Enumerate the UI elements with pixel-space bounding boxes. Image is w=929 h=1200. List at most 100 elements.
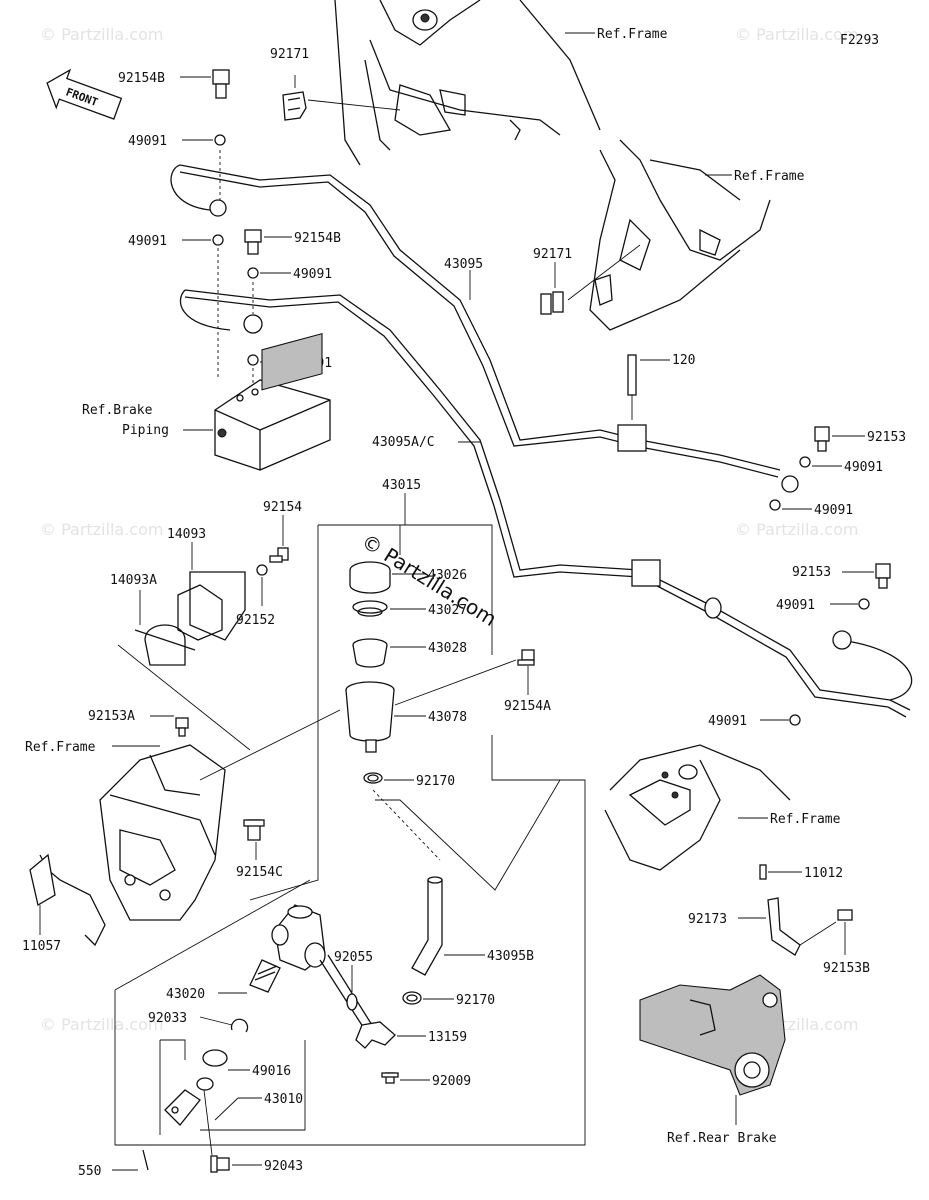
- diagram-id: F2293: [840, 33, 879, 48]
- banjo-fitting-right: [781, 475, 799, 493]
- label-11057: 11057: [22, 939, 61, 954]
- washer-49091-g: [858, 598, 870, 610]
- label-92154a: 92154A: [504, 699, 551, 714]
- ref-rear-brake-label: Ref.Rear Brake: [667, 1131, 777, 1146]
- label-43020: 43020: [166, 987, 205, 1002]
- ref-frame-left-label: Ref.Frame: [25, 740, 96, 755]
- reservoir-hose-43095b: [411, 876, 443, 976]
- label-92154b-top: 92154B: [118, 71, 165, 86]
- label-43095b: 43095B: [487, 949, 534, 964]
- banjo-fitting-lower-right: [832, 630, 852, 650]
- clevis-43010: [164, 1089, 201, 1126]
- front-arrow-icon: FRONT: [46, 68, 123, 120]
- clip-92173: [767, 897, 801, 956]
- washer-49091-h: [789, 714, 801, 726]
- label-92173: 92173: [688, 912, 727, 927]
- cotter-pin-550: [142, 1149, 149, 1171]
- label-43095: 43095: [444, 257, 483, 272]
- label-92154: 92154: [263, 500, 302, 515]
- elbow-13159: [355, 1021, 396, 1049]
- label-120: 120: [672, 353, 695, 368]
- group-lines: [114, 524, 586, 1146]
- ref-brake-piping-label-1: Ref.Brake: [82, 403, 153, 418]
- washer-49091-f: [769, 499, 781, 511]
- washer-49091-c: [247, 267, 259, 279]
- banjo-bolt-92153-a: [814, 426, 830, 452]
- label-43028: 43028: [428, 641, 467, 656]
- banjo-bolt-92154b-top: [212, 69, 230, 99]
- hose-clamp-92170-a: [363, 772, 383, 784]
- hose-clamp-upper: [617, 424, 647, 452]
- label-43027: 43027: [428, 603, 467, 618]
- label-92171-mid: 92171: [533, 247, 572, 262]
- label-550: 550: [78, 1164, 101, 1179]
- brake-hose-43095: [170, 164, 781, 478]
- label-49091-h: 49091: [708, 714, 747, 729]
- washer-49091-b: [212, 234, 224, 246]
- hose-clamp-92170-b: [402, 991, 422, 1005]
- label-92154b-mid: 92154B: [294, 231, 341, 246]
- watermark-2: © Partzilla.com: [735, 25, 858, 44]
- bracket-14093: [134, 571, 246, 666]
- label-49091-b: 49091: [128, 234, 167, 249]
- boot-49016: [196, 1049, 228, 1091]
- bolt-120: [627, 354, 637, 396]
- master-cylinder-body: [271, 904, 373, 1031]
- screw-92009: [381, 1072, 399, 1084]
- label-92009: 92009: [432, 1074, 471, 1089]
- label-92153b: 92153B: [823, 961, 870, 976]
- label-92153-b: 92153: [792, 565, 831, 580]
- watermark-3: © Partzilla.com: [40, 520, 163, 539]
- reservoir-43078: [345, 681, 395, 753]
- label-92170-a: 92170: [416, 774, 455, 789]
- banjo-fitting-top-left: [209, 199, 227, 217]
- diaphragm-plate-43027: [352, 600, 388, 617]
- label-43078: 43078: [428, 710, 467, 725]
- ref-brake-piping-label-2: Piping: [122, 423, 169, 438]
- ref-frame-lower-label: Ref.Frame: [770, 812, 841, 827]
- label-49016: 49016: [252, 1064, 291, 1079]
- label-43095ac: 43095A/C: [372, 435, 435, 450]
- bolt-92153a: [175, 717, 189, 737]
- circlip-92033: [230, 1018, 249, 1033]
- washer-49091-a: [214, 134, 226, 146]
- bolt-92154c: [243, 819, 265, 841]
- label-49091-f: 49091: [814, 503, 853, 518]
- bolt-92154a: [517, 649, 535, 666]
- label-13159: 13159: [428, 1030, 467, 1045]
- watermarks: © Partzilla.com © Partzilla.com © Partzi…: [40, 25, 858, 1034]
- pin-92043: [210, 1155, 230, 1173]
- bolt-92154: [269, 547, 289, 563]
- push-rod-43020: [249, 959, 281, 993]
- diaphragm-43028: [352, 638, 388, 668]
- frame-top-illustration: [334, 0, 601, 166]
- clip-92171-top: [282, 91, 307, 121]
- label-14093: 14093: [167, 527, 206, 542]
- ref-frame-right-label: Ref.Frame: [734, 169, 805, 184]
- hose-grommet: [704, 597, 722, 619]
- rear-brake-caliper-illustration: [639, 974, 786, 1096]
- ref-frame-top-label: Ref.Frame: [597, 27, 668, 42]
- watermark-5: © Partzilla.com: [40, 1015, 163, 1034]
- bolt-92153b: [837, 909, 853, 921]
- banjo-bolt-92153-b: [875, 563, 891, 589]
- label-43010: 43010: [264, 1092, 303, 1107]
- label-49091-a: 49091: [128, 134, 167, 149]
- watermark-1: © Partzilla.com: [40, 25, 163, 44]
- oring-92055: [346, 993, 358, 1011]
- washer-49091-e: [799, 456, 811, 468]
- clip-92171-mid: [540, 274, 613, 315]
- label-14093a: 14093A: [110, 573, 157, 588]
- label-92033: 92033: [148, 1011, 187, 1026]
- label-92055: 92055: [334, 950, 373, 965]
- label-43015: 43015: [382, 478, 421, 493]
- pin-11012: [759, 864, 767, 880]
- banjo-bolt-92154b-mid: [244, 229, 262, 255]
- label-92170-b: 92170: [456, 993, 495, 1008]
- label-92171-top: 92171: [270, 47, 309, 62]
- abs-unit: [214, 333, 331, 471]
- banjo-fitting-mid-left: [243, 314, 263, 334]
- frame-right-upper-illustration: [589, 139, 771, 331]
